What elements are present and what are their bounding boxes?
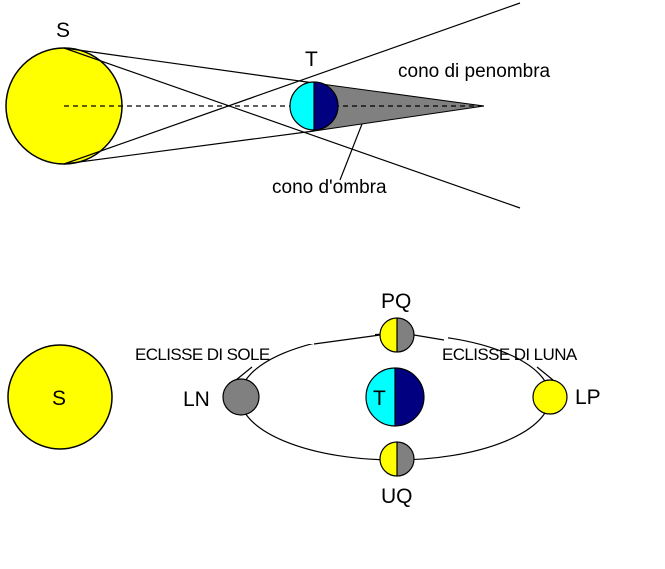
- moon-full: [532, 379, 568, 415]
- orbit-top-right: [413, 334, 445, 341]
- shadow-cones-diagram: S T cono di penombra cono d'ombra: [5, 2, 551, 209]
- solar-eclipse-label: ECLISSE DI SOLE: [135, 345, 270, 364]
- earth-label-bottom: T: [373, 387, 386, 410]
- umbra-line-upper: [63, 47, 315, 84]
- moon-phases-diagram: S T: [7, 290, 601, 508]
- last-quarter-label: UQ: [381, 485, 413, 508]
- penumbra-cone-label: cono di penombra: [398, 61, 551, 82]
- umbra-pointer: [339, 123, 363, 181]
- umbra-cone: [313, 82, 485, 132]
- sun-label-top: S: [56, 19, 70, 42]
- earth-top: [289, 81, 339, 131]
- new-moon-label: LN: [183, 388, 210, 411]
- solar-eclipse-pointer: [235, 366, 253, 381]
- orbit-top-left: [313, 334, 381, 345]
- full-moon-label: LP: [575, 386, 601, 409]
- earth-label-top: T: [305, 48, 318, 71]
- earth-bottom: [365, 367, 425, 427]
- sun-label-bottom: S: [52, 387, 66, 410]
- umbra-line-lower: [63, 130, 315, 165]
- first-quarter-label: PQ: [381, 290, 411, 313]
- sun-bottom: [7, 344, 113, 450]
- umbra-cone-label: cono d'ombra: [272, 177, 387, 198]
- moon-last-quarter: [379, 441, 415, 477]
- lunar-eclipse-pointer: [536, 366, 554, 381]
- lunar-eclipse-label: ECLISSE DI LUNA: [442, 345, 578, 364]
- penumbra-line-lower: [63, 2, 521, 165]
- moon-first-quarter: [379, 317, 415, 353]
- penumbra-line-upper: [63, 47, 521, 209]
- moon-new: [222, 378, 260, 416]
